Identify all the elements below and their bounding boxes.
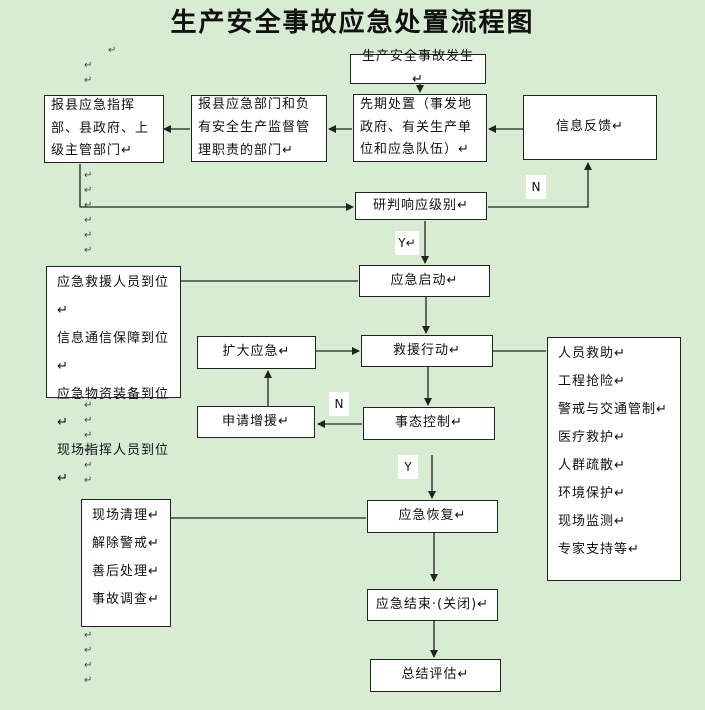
list-item: 医疗救护↵ xyxy=(558,430,626,445)
paragraph-mark: ↵ xyxy=(84,475,93,486)
node-report-county: 报县应急指挥部、县政府、上级主管部门↵ xyxy=(44,95,164,163)
node-expand: 扩大应急↵ xyxy=(197,336,316,369)
list-item: 现场指挥人员到位↵ xyxy=(57,443,170,486)
paragraph-mark: ↵ xyxy=(108,45,117,56)
node-report-department: 报县应急部门和负有安全生产监督管理职责的部门↵ xyxy=(191,95,327,162)
list-item: 人员救助↵ xyxy=(558,346,626,361)
node-end: 应急结束·(关闭)↵ xyxy=(367,589,498,621)
list-item: 警戒与交通管制↵ xyxy=(558,402,668,417)
page-title: 生产安全事故应急处置流程图 xyxy=(170,8,535,38)
label-n-assess: N xyxy=(526,175,546,199)
node-request-support: 申请增援↵ xyxy=(197,406,315,438)
node-rescue: 救援行动↵ xyxy=(361,335,493,367)
list-item: 事故调查↵ xyxy=(92,592,160,607)
list-item: 善后处理↵ xyxy=(92,564,160,579)
paragraph-mark: ↵ xyxy=(84,460,93,471)
label-y-control: Y xyxy=(398,455,418,479)
node-situation-control: 事态控制↵ xyxy=(363,407,495,440)
paragraph-mark: ↵ xyxy=(84,60,93,71)
list-item: 现场清理↵ xyxy=(92,508,160,523)
paragraph-mark: ↵ xyxy=(84,230,93,241)
paragraph-mark: ↵ xyxy=(84,445,93,456)
list-item: 现场监测↵ xyxy=(558,514,626,529)
list-item: 人群疏散↵ xyxy=(558,458,626,473)
paragraph-mark: ↵ xyxy=(84,245,93,256)
node-launch: 应急启动↵ xyxy=(359,265,490,297)
list-item: 解除警戒↵ xyxy=(92,536,160,551)
arrival-list: 应急救援人员到位↵ 信息通信保障到位↵ 应急物资装备到位↵ 现场指挥人员到位↵ xyxy=(46,266,181,486)
paragraph-mark: ↵ xyxy=(84,170,93,181)
paragraph-mark: ↵ xyxy=(84,645,93,656)
list-item: 应急物资装备到位↵ xyxy=(57,387,170,430)
rescue-list: 人员救助↵ 工程抢险↵ 警戒与交通管制↵ 医疗救护↵ 人群疏散↵ 环境保护↵ 现… xyxy=(547,337,681,581)
list-item: 专家支持等↵ xyxy=(558,542,640,557)
arrow-assess-to-feedback xyxy=(488,162,592,208)
paragraph-mark: ↵ xyxy=(84,630,93,641)
list-item: 信息通信保障到位↵ xyxy=(57,331,170,374)
list-item: 应急救援人员到位↵ xyxy=(57,275,170,318)
paragraph-mark: ↵ xyxy=(84,75,93,86)
label-y-assess: Y↵ xyxy=(395,231,419,255)
node-info-feedback: 信息反馈↵ xyxy=(523,95,657,160)
paragraph-mark: ↵ xyxy=(84,200,93,211)
paragraph-mark: ↵ xyxy=(84,215,93,226)
label-n-control: N xyxy=(329,392,349,416)
node-accident-occurs: 生产安全事故发生↵ xyxy=(350,49,486,87)
paragraph-mark: ↵ xyxy=(84,675,93,686)
list-item: 环境保护↵ xyxy=(558,486,626,501)
node-evaluation: 总结评估↵ xyxy=(370,659,501,692)
node-initial-response: 先期处置（事发地政府、有关生产单位和应急队伍）↵ xyxy=(353,94,487,162)
node-assess-level: 研判响应级别↵ xyxy=(355,192,487,220)
paragraph-mark: ↵ xyxy=(84,415,93,426)
list-item: 工程抢险↵ xyxy=(558,374,626,389)
paragraph-mark: ↵ xyxy=(84,660,93,671)
paragraph-mark: ↵ xyxy=(84,400,93,411)
paragraph-mark: ↵ xyxy=(84,185,93,196)
arrow-county-to-assess xyxy=(79,164,354,211)
node-recovery: 应急恢复↵ xyxy=(367,500,498,533)
paragraph-mark: ↵ xyxy=(84,430,93,441)
recovery-list: 现场清理↵ 解除警戒↵ 善后处理↵ 事故调查↵ xyxy=(81,499,171,627)
